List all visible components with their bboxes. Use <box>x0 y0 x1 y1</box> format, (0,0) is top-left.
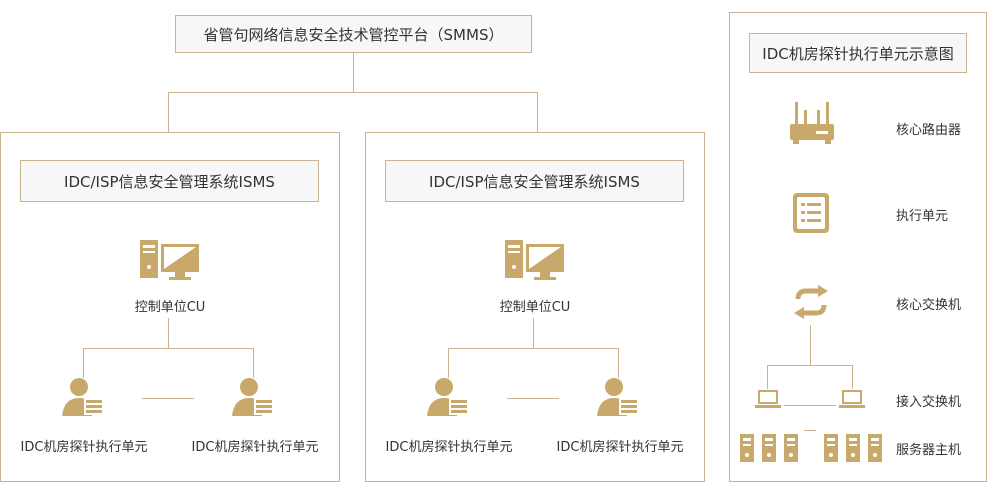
probe-user-icon <box>62 378 102 416</box>
panel-2-cu-drop <box>533 318 534 348</box>
connector-top-horizontal <box>168 92 538 93</box>
isms-panel-2-title: IDC/ISP信息安全管理系统ISMS <box>429 172 640 191</box>
isms-panel-1-title: IDC/ISP信息安全管理系统ISMS <box>64 172 275 191</box>
legend-server-host-label: 服务器主机 <box>896 443 962 458</box>
execution-unit-icon <box>793 193 829 233</box>
probe-user-icon <box>232 378 272 416</box>
isms-panel-1-title-box: IDC/ISP信息安全管理系统ISMS <box>20 160 319 202</box>
legend-title: IDC机房探针执行单元示意图 <box>762 44 954 63</box>
smms-platform-title: 省管句网络信息安全技术管控平台（SMMS） <box>203 25 504 44</box>
panel-2-branch <box>448 348 619 349</box>
connector-left-drop <box>168 92 169 132</box>
legend-access-switch-label: 接入交换机 <box>896 395 962 410</box>
legend-switch-branch-left <box>767 365 768 389</box>
smms-platform-box: 省管句网络信息安全技术管控平台（SMMS） <box>175 15 532 53</box>
isms-panel-1-cu-label: 控制单位CU <box>134 300 206 315</box>
legend-core-switch-label: 核心交换机 <box>896 298 962 313</box>
router-icon <box>790 102 834 144</box>
panel-1-cu-drop <box>168 318 169 348</box>
isms-panel-1-probe-left: IDC机房探针执行单元 <box>20 440 148 455</box>
server-host-icon <box>824 434 882 462</box>
isms-panel-2-cu-label: 控制单位CU <box>499 300 571 315</box>
probe-user-icon <box>427 378 467 416</box>
probe-user-icon <box>597 378 637 416</box>
connector-top-vertical <box>353 53 354 92</box>
isms-panel-2-probe-right: IDC机房探针执行单元 <box>556 440 684 455</box>
panel-1-branch-right <box>253 348 254 378</box>
core-switch-icon <box>794 285 828 319</box>
access-switch-icon <box>755 390 781 408</box>
computer-icon <box>140 240 199 280</box>
panel-2-branch-left <box>448 348 449 378</box>
legend-switch-branch-right <box>852 365 853 389</box>
isms-panel-1-probe-right: IDC机房探针执行单元 <box>191 440 319 455</box>
legend-title-box: IDC机房探针执行单元示意图 <box>749 33 967 73</box>
legend-server-link <box>804 430 816 431</box>
computer-icon <box>505 240 564 280</box>
panel-1-branch <box>83 348 254 349</box>
panel-2-branch-right <box>618 348 619 378</box>
legend-switch-branch <box>767 365 853 366</box>
legend-switch-drop <box>810 325 811 365</box>
server-host-icon <box>740 434 798 462</box>
legend-panel <box>729 12 987 482</box>
legend-router-label: 核心路由器 <box>896 123 962 138</box>
access-switch-icon <box>839 390 865 408</box>
legend-execution-unit-label: 执行单元 <box>896 209 949 224</box>
panel-1-branch-left <box>83 348 84 378</box>
isms-panel-2-title-box: IDC/ISP信息安全管理系统ISMS <box>385 160 684 202</box>
legend-access-link <box>784 405 836 406</box>
isms-panel-2-probe-left: IDC机房探针执行单元 <box>385 440 513 455</box>
panel-1-probe-link <box>142 398 194 399</box>
panel-2-probe-link <box>507 398 559 399</box>
connector-right-drop <box>537 92 538 132</box>
